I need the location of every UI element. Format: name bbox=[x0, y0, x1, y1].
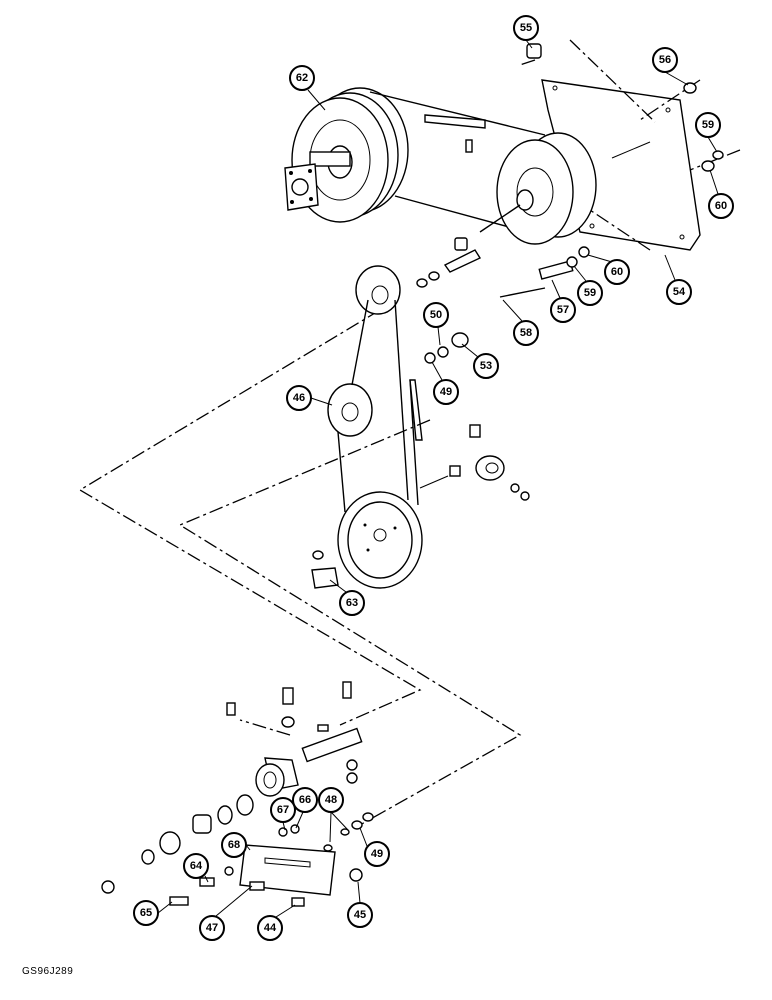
callout-47: 47 bbox=[199, 915, 225, 941]
callout-54: 54 bbox=[666, 279, 692, 305]
callout-65: 65 bbox=[133, 900, 159, 926]
callout-48: 48 bbox=[318, 787, 344, 813]
svg-text:60: 60 bbox=[611, 266, 623, 278]
svg-text:56: 56 bbox=[659, 54, 671, 66]
svg-text:53: 53 bbox=[480, 360, 492, 372]
svg-text:49: 49 bbox=[371, 848, 383, 860]
mounting-plate bbox=[541, 79, 701, 251]
upper-belt bbox=[369, 91, 546, 231]
callout-63: 63 bbox=[339, 590, 365, 616]
assembly-reference-lines bbox=[78, 39, 741, 826]
double-groove-pulley bbox=[284, 87, 409, 223]
callout-67: 67 bbox=[270, 797, 296, 823]
lower-pulley bbox=[311, 491, 423, 589]
callout-50: 50 bbox=[423, 302, 449, 328]
leader-lines bbox=[157, 39, 719, 918]
arm-assembly bbox=[101, 681, 374, 907]
svg-text:59: 59 bbox=[702, 119, 714, 131]
callout-60-upper: 60 bbox=[708, 193, 734, 219]
svg-text:54: 54 bbox=[673, 286, 686, 298]
callout-64: 64 bbox=[183, 853, 209, 879]
svg-text:49: 49 bbox=[440, 386, 452, 398]
callout-58: 58 bbox=[513, 320, 539, 346]
svg-text:64: 64 bbox=[190, 860, 203, 872]
callout-59-lower: 59 bbox=[577, 280, 603, 306]
callout-62: 62 bbox=[289, 65, 315, 91]
callout-60-lower: 60 bbox=[604, 259, 630, 285]
callout-45: 45 bbox=[347, 902, 373, 928]
svg-text:46: 46 bbox=[293, 392, 305, 404]
svg-text:67: 67 bbox=[277, 804, 289, 816]
svg-text:47: 47 bbox=[206, 922, 218, 934]
svg-text:48: 48 bbox=[325, 794, 337, 806]
callout-44: 44 bbox=[257, 915, 283, 941]
bearing-hub bbox=[419, 332, 530, 501]
svg-text:65: 65 bbox=[140, 907, 152, 919]
svg-text:68: 68 bbox=[228, 839, 240, 851]
figure-reference-code: GS96J289 bbox=[22, 966, 74, 977]
svg-text:60: 60 bbox=[715, 200, 727, 212]
callout-59-upper: 59 bbox=[695, 112, 721, 138]
callout-66: 66 bbox=[292, 787, 318, 813]
callout-56: 56 bbox=[652, 47, 678, 73]
svg-text:66: 66 bbox=[299, 794, 311, 806]
hardware-right bbox=[416, 43, 724, 298]
svg-text:50: 50 bbox=[430, 309, 442, 321]
callout-46: 46 bbox=[286, 385, 312, 411]
callout-49-lower: 49 bbox=[364, 841, 390, 867]
callout-55: 55 bbox=[513, 15, 539, 41]
svg-text:44: 44 bbox=[264, 922, 277, 934]
callout-49-upper: 49 bbox=[433, 379, 459, 405]
svg-text:62: 62 bbox=[296, 72, 308, 84]
svg-text:57: 57 bbox=[557, 304, 569, 316]
svg-text:59: 59 bbox=[584, 287, 596, 299]
svg-text:55: 55 bbox=[520, 22, 532, 34]
svg-text:63: 63 bbox=[346, 597, 358, 609]
callout-57: 57 bbox=[550, 297, 576, 323]
callout-53: 53 bbox=[473, 353, 499, 379]
svg-text:45: 45 bbox=[354, 909, 366, 921]
svg-text:58: 58 bbox=[520, 327, 532, 339]
drive-pulley bbox=[465, 132, 651, 245]
callout-68: 68 bbox=[221, 832, 247, 858]
idler-pulleys bbox=[327, 265, 423, 513]
